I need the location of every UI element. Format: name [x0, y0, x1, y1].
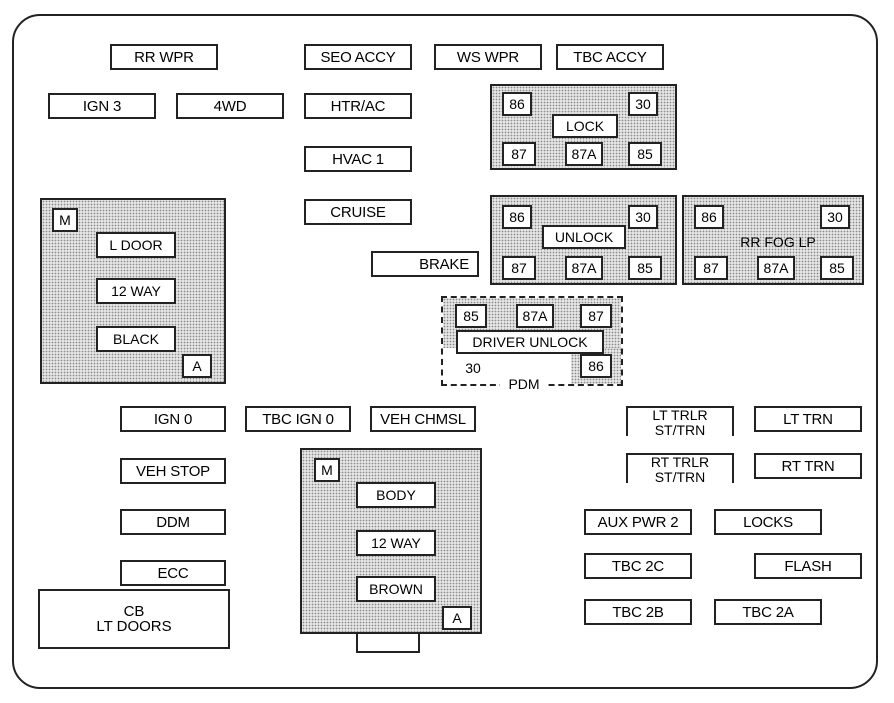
relay-rr-fog-lp: 86 30 RR FOG LP 87 87A 85	[682, 195, 864, 285]
pin-30: 30	[820, 205, 850, 229]
pin-86: 86	[694, 205, 724, 229]
module-body: M BODY 12 WAY BROWN A	[300, 448, 482, 634]
fuse-rt-trlr-line2: ST/TRN	[651, 470, 709, 485]
fuse-rt-trlr-line1: RT TRLR	[647, 455, 713, 470]
fuse-lt-trlr-line2: ST/TRN	[651, 423, 709, 438]
fuse-ign-0: IGN 0	[120, 406, 226, 432]
module-label-black: BLACK	[96, 326, 176, 352]
relay-unlock: 86 30 UNLOCK 87 87A 85	[490, 195, 677, 285]
fuse-ecc: ECC	[120, 560, 226, 586]
fuse-seo-accy: SEO ACCY	[304, 44, 412, 70]
fuse-flash: FLASH	[754, 553, 862, 579]
fuse-rr-wpr: RR WPR	[110, 44, 218, 70]
pin-87: 87	[580, 304, 612, 328]
pin-86: 86	[502, 205, 532, 229]
fuse-veh-chmsl: VEH CHMSL	[370, 406, 476, 432]
relay-driver-unlock-label: DRIVER UNLOCK	[456, 330, 604, 354]
cb-line-1: CB	[123, 603, 145, 620]
fuse-tbc-accy: TBC ACCY	[556, 44, 664, 70]
pin-30-label: 30	[465, 360, 481, 376]
module-m-label: M	[52, 208, 78, 232]
module-label-brown: BROWN	[356, 576, 436, 602]
module-m-label: M	[314, 458, 340, 482]
pin-87: 87	[502, 142, 536, 166]
module-connector-tab	[356, 631, 420, 653]
pin-87a: 87A	[757, 256, 795, 280]
module-a-label: A	[182, 354, 212, 378]
pin-85: 85	[628, 256, 662, 280]
relay-lock-label: LOCK	[552, 114, 618, 138]
fuse-veh-stop: VEH STOP	[120, 458, 226, 484]
pin-86: 86	[502, 92, 532, 116]
fuse-tbc-2a: TBC 2A	[714, 599, 822, 625]
module-label-12-way: 12 WAY	[356, 530, 436, 556]
module-left-door: M L DOOR 12 WAY BLACK A	[40, 198, 226, 384]
relay-rr-fog-lp-label: RR FOG LP	[740, 234, 816, 250]
module-label-12-way: 12 WAY	[96, 278, 176, 304]
fuse-panel-outline	[12, 14, 878, 689]
relay-unlock-label: UNLOCK	[542, 225, 626, 249]
fuse-brake: BRAKE	[371, 251, 479, 277]
fuse-lt-trn: LT TRN	[754, 406, 862, 432]
fuse-aux-pwr-2: AUX PWR 2	[584, 509, 692, 535]
fuse-ign-3: IGN 3	[48, 93, 156, 119]
module-label-body: BODY	[356, 482, 436, 508]
fuse-rt-trlr-st-trn: RT TRLR ST/TRN	[626, 452, 734, 488]
fuse-4wd: 4WD	[176, 93, 284, 119]
fuse-hvac-1: HVAC 1	[304, 146, 412, 172]
pin-87: 87	[694, 256, 728, 280]
pin-85: 85	[820, 256, 854, 280]
fuse-tbc-ign-0: TBC IGN 0	[245, 406, 351, 432]
fuse-tbc-2c: TBC 2C	[584, 553, 692, 579]
fuse-htr-ac: HTR/AC	[304, 93, 412, 119]
fuse-locks: LOCKS	[714, 509, 822, 535]
pin-85: 85	[628, 142, 662, 166]
fuse-lt-trlr-st-trn: LT TRLR ST/TRN	[626, 405, 734, 441]
pin-85: 85	[455, 304, 487, 328]
module-label-l-door: L DOOR	[96, 232, 176, 258]
pin-87a: 87A	[516, 304, 554, 328]
cb-line-2: LT DOORS	[96, 618, 172, 635]
pin-87a: 87A	[565, 142, 603, 166]
relay-lock: 86 30 LOCK 87 87A 85	[490, 84, 677, 170]
fuse-lt-trlr-line1: LT TRLR	[649, 408, 711, 423]
module-a-label: A	[442, 606, 472, 630]
circuit-breaker-lt-doors: CB LT DOORS	[38, 589, 230, 649]
fuse-tbc-2b: TBC 2B	[584, 599, 692, 625]
pin-87a: 87A	[565, 256, 603, 280]
pdm-label: PDM	[500, 377, 548, 391]
fuse-rt-trn: RT TRN	[754, 453, 862, 479]
fuse-ws-wpr: WS WPR	[434, 44, 542, 70]
pin-87: 87	[502, 256, 536, 280]
pin-30: 30	[628, 92, 658, 116]
fuse-ddm: DDM	[120, 509, 226, 535]
pin-86: 86	[580, 354, 612, 378]
pin-30: 30	[628, 205, 658, 229]
fuse-lt-trlr-outline	[626, 406, 734, 436]
fuse-rt-trlr-outline	[626, 453, 734, 483]
fuse-cruise: CRUISE	[304, 199, 412, 225]
